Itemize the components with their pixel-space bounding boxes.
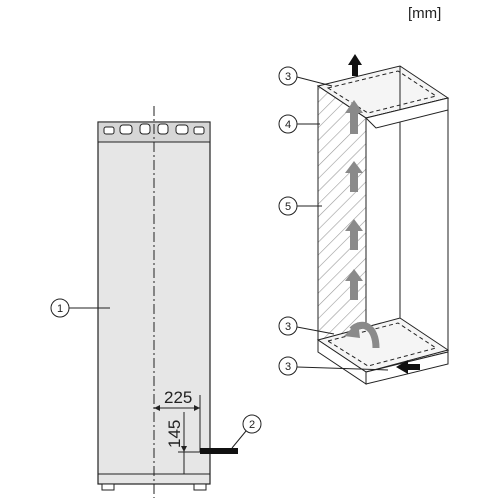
callout-3-top-leader <box>296 76 333 87</box>
upflow-arrow-icon <box>345 100 363 300</box>
curved-arrow-head <box>344 322 360 338</box>
callout-2-leader <box>231 430 247 449</box>
dimension-225-label: 225 <box>164 388 192 407</box>
front-view: 225 145 1 2 <box>50 106 262 498</box>
callout-3-base-leader <box>296 366 389 371</box>
dimension-145-label: 145 <box>165 420 184 448</box>
callout-5-label: 5 <box>285 201 291 213</box>
callout-2-label: 2 <box>249 419 255 431</box>
callout-3-bottom-label: 3 <box>285 321 291 333</box>
callout-3-bottom-circle <box>278 316 298 336</box>
callout-1-label: 1 <box>57 303 63 315</box>
right-callouts: 3 4 5 3 3 <box>278 66 389 376</box>
left-foot <box>101 483 115 491</box>
dim-225-arrow-left <box>154 405 160 411</box>
callout-3-top-label: 3 <box>285 71 291 83</box>
right-foot <box>193 483 207 491</box>
exhaust-arrow-icon <box>348 54 362 76</box>
bottom-vent-opening <box>326 322 438 367</box>
cabinet-isometric <box>316 65 450 385</box>
callout-3-base-circle <box>278 356 298 376</box>
top-shelf <box>365 97 449 129</box>
appliance-front-panel <box>97 121 211 485</box>
callout-3-bottom-leader <box>296 326 335 335</box>
airflow-arrows <box>344 54 420 374</box>
callout-3-top-circle <box>278 66 298 86</box>
dim-145-arrow <box>181 446 187 452</box>
unit-label: [mm] <box>408 5 441 22</box>
intake-arrow-icon <box>396 360 420 374</box>
socket-icon <box>200 448 238 454</box>
top-vent-slots <box>103 123 205 135</box>
callout-4-label: 4 <box>285 119 291 131</box>
callout-2-circle <box>242 414 262 434</box>
callout-3-base-label: 3 <box>285 361 291 373</box>
dim-225-arrow-right <box>194 405 200 411</box>
